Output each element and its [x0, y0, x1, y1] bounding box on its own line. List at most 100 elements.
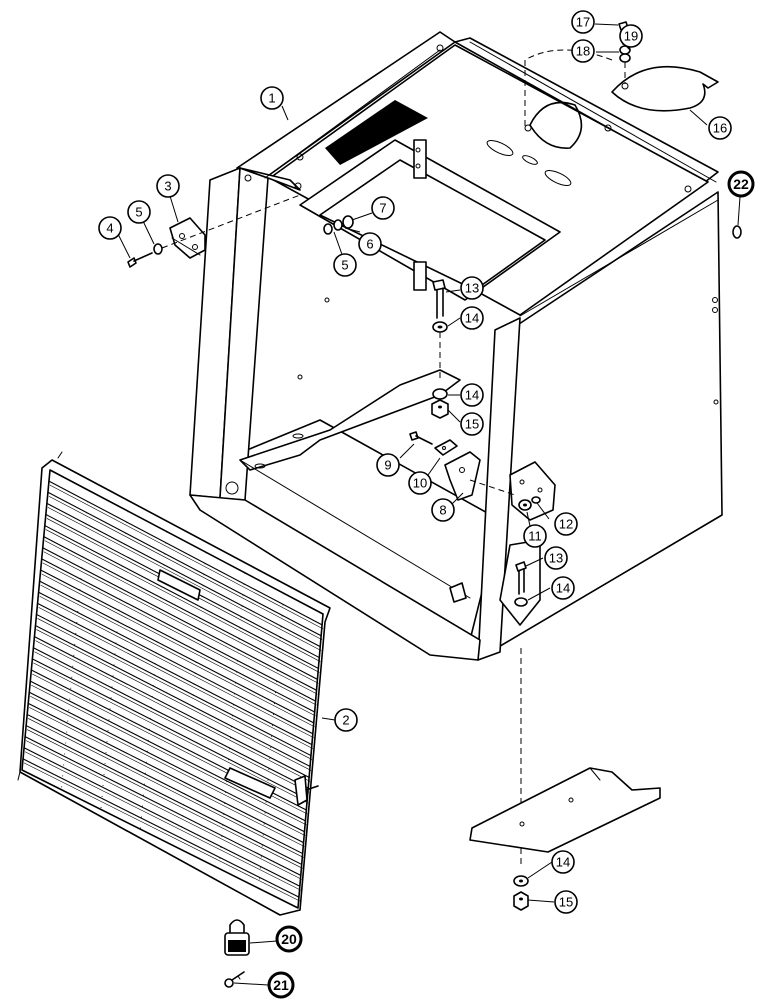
grille-slat-shadow [34, 651, 310, 793]
svg-text:17: 17 [576, 15, 590, 30]
grille-slat-shadow [37, 618, 313, 760]
grille-slat-shadow [43, 551, 318, 695]
callout-14d: 14 [551, 850, 575, 874]
padlock-part [224, 919, 250, 956]
svg-text:21: 21 [273, 977, 289, 993]
svg-text:15: 15 [559, 895, 573, 910]
grille-slat-shadow [44, 540, 319, 684]
callout-16: 16 [708, 116, 732, 140]
grille-slat [34, 636, 310, 778]
grille-slat-shadow [30, 695, 306, 837]
grille-slat-shadow [23, 762, 301, 902]
grille-slat-shadow [35, 640, 311, 782]
grille-slat [30, 680, 306, 822]
grille-slat [24, 736, 302, 876]
callout-17: 17 [571, 10, 595, 34]
grille-slat [22, 758, 300, 898]
callout-6: 6 [358, 232, 382, 256]
leader-lines [117, 23, 741, 986]
callout-14c: 14 [551, 576, 575, 600]
grille-slat [43, 536, 318, 680]
svg-text:14: 14 [556, 855, 570, 870]
svg-text:7: 7 [379, 201, 386, 216]
svg-text:20: 20 [281, 931, 297, 947]
grille-slat [48, 480, 323, 626]
callout-20: 20 [275, 925, 303, 953]
grille-slat-shadow [33, 662, 309, 804]
enclosure-frame [189, 31, 723, 661]
grille-slat-shadow [41, 573, 316, 717]
svg-text:1: 1 [268, 91, 275, 106]
grille-slat-shadow [25, 740, 302, 880]
callout-3: 3 [156, 174, 180, 198]
callout-15b: 15 [554, 890, 578, 914]
plug-part [732, 225, 742, 239]
svg-text:6: 6 [366, 237, 373, 252]
callout-21: 21 [267, 971, 295, 999]
grille-slats [22, 480, 324, 902]
grille-slat [32, 658, 308, 800]
svg-text:15: 15 [465, 417, 479, 432]
grille-slat [41, 558, 316, 702]
grille-slat [47, 491, 322, 637]
grille-slat-shadow [49, 484, 324, 630]
grille-slat [44, 525, 319, 669]
callout-9: 9 [376, 453, 400, 477]
grille-slat [27, 702, 304, 844]
grille-slat-shadow [36, 629, 312, 771]
callout-group: 1 2 3 4 5 5 6 7 8 9 10 11 12 13 13 14 14… [98, 10, 755, 999]
callout-15a: 15 [460, 412, 484, 436]
svg-text:14: 14 [465, 311, 479, 326]
svg-text:11: 11 [528, 529, 542, 544]
svg-text:5: 5 [135, 205, 142, 220]
grille-slat-shadow [39, 595, 314, 739]
svg-text:16: 16 [713, 121, 727, 136]
callout-19: 19 [619, 24, 643, 48]
key-part [224, 971, 245, 988]
callout-13b: 13 [544, 546, 568, 570]
svg-text:14: 14 [465, 388, 479, 403]
callout-14b: 14 [460, 383, 484, 407]
grille-slat-shadow [42, 562, 317, 706]
left-bracket-assembly [127, 194, 354, 268]
callout-5b: 5 [333, 253, 357, 277]
grille-slat [26, 713, 303, 855]
svg-text:9: 9 [384, 458, 391, 473]
svg-text:13: 13 [549, 551, 563, 566]
callout-12: 12 [554, 512, 578, 536]
grille-slat-shadow [27, 729, 303, 869]
grille-slat [42, 547, 317, 691]
callout-11: 11 [523, 524, 547, 548]
callout-1: 1 [260, 86, 284, 110]
grille-slat [35, 625, 311, 767]
grille-slat [39, 580, 314, 724]
grille-slat-shadow [24, 751, 301, 891]
svg-text:22: 22 [733, 176, 749, 192]
grille-panel [17, 451, 331, 916]
svg-text:4: 4 [106, 221, 113, 236]
callout-14a: 14 [460, 306, 484, 330]
grille-slat-shadow [47, 507, 322, 651]
svg-text:3: 3 [164, 179, 171, 194]
svg-text:2: 2 [342, 713, 349, 728]
grille-slat [23, 747, 301, 887]
grille-slat [33, 647, 309, 789]
svg-text:13: 13 [465, 281, 479, 296]
grille-slat [37, 602, 313, 746]
callout-18: 18 [571, 39, 595, 63]
grille-slat [40, 569, 315, 713]
callout-13a: 13 [460, 276, 484, 300]
svg-text:19: 19 [624, 29, 638, 44]
bottom-plate [469, 767, 661, 911]
grille-slat [36, 613, 312, 757]
callout-22: 22 [727, 170, 755, 198]
grille-slat [29, 691, 305, 833]
svg-text:14: 14 [556, 581, 570, 596]
svg-text:10: 10 [413, 476, 427, 491]
latch-hardware [409, 431, 556, 521]
grille-slat-shadow [28, 718, 304, 858]
callout-8: 8 [431, 498, 455, 522]
callout-5a: 5 [127, 200, 151, 224]
upper-hardware-stack [431, 279, 449, 419]
